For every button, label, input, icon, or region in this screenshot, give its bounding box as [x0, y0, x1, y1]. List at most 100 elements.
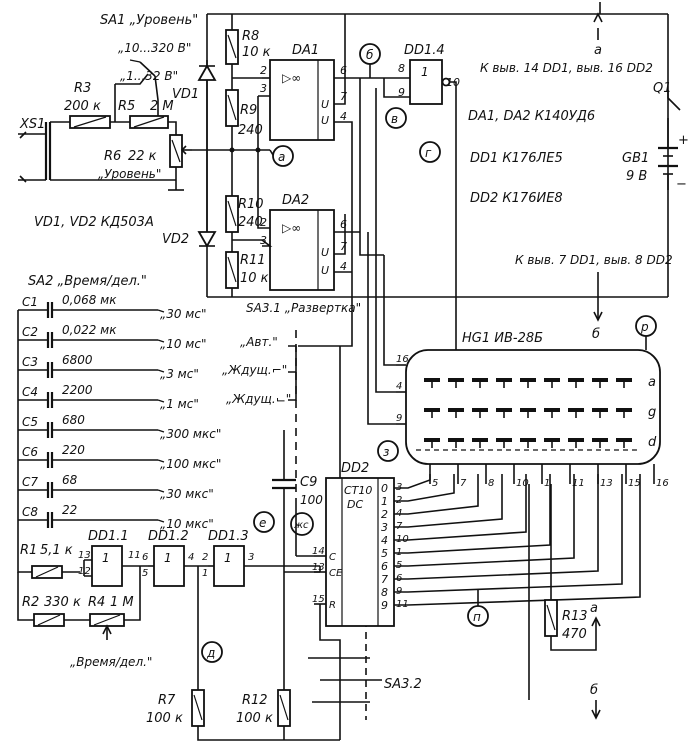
r5-label: R5 [118, 99, 135, 114]
hg1-left-pin-2: 9 [396, 413, 402, 424]
hg1-row-d: d [648, 435, 657, 450]
dd2-in-pin-2: 15 [312, 594, 325, 605]
cap-2-label: C2 [22, 325, 38, 339]
dd2-ct: CT10 [344, 484, 372, 497]
mark-b-top-text: б [366, 48, 374, 62]
time-label-4: „1 мс" [160, 397, 199, 411]
cap-2-value: 0,022 мк [62, 323, 117, 337]
r4-value: 1 М [110, 595, 134, 610]
dd2-label: DD2 [341, 461, 369, 476]
mark-g-text: г [425, 146, 432, 160]
cap-contact [157, 339, 165, 343]
dd2-out-2: 2 [381, 508, 388, 521]
sweep-wait-down: „Ждущ.⌙" [226, 392, 291, 406]
cap-contact [157, 309, 165, 313]
dd13-p3: 3 [248, 552, 254, 563]
cap-7-label: C7 [22, 475, 38, 489]
dd2-out-6: 6 [381, 560, 388, 573]
hg1-pin-10: 10 [516, 478, 529, 489]
dd2-out-wire [394, 474, 575, 567]
dd2-box [325, 477, 395, 627]
cap-3-value: 6800 [62, 353, 93, 367]
da1-p7: 7 [340, 90, 347, 103]
dd2-in-pin-1: 13 [312, 562, 325, 573]
time-label-7: „30 мкс" [160, 487, 214, 501]
da2-u2: U [321, 264, 329, 277]
dd11-p11: 11 [128, 550, 141, 561]
cap-contact [157, 489, 165, 493]
da1-p6: 6 [340, 64, 347, 77]
r10-value: 240 [238, 215, 263, 230]
r7-value: 100 к [146, 711, 183, 726]
cap-plates [46, 362, 54, 378]
vd2-label: VD2 [162, 232, 189, 247]
q1-label: Q1 [653, 81, 672, 96]
r2-label: R2 [22, 595, 39, 610]
dd2-out-wire [394, 474, 551, 554]
time-label-8: „10 мкс" [160, 517, 214, 531]
mark-p-text: п [473, 610, 481, 624]
power-note-top: К выв. 14 DD1, выв. 16 DD2 [480, 61, 653, 75]
da2-p6: 6 [340, 218, 347, 231]
dd2-out-wire [394, 474, 599, 580]
mark-r-text: р [640, 320, 649, 334]
dd2-c-wire [295, 500, 314, 557]
parts-dd2: DD2 К176ИЕ8 [470, 191, 563, 206]
dd12-p6: 6 [142, 552, 148, 563]
cap-6-value: 220 [62, 443, 85, 457]
sa2-label: SA2 „Время/дел." [28, 274, 147, 289]
dd14-box [409, 59, 443, 105]
dd2-out-8: 8 [381, 586, 388, 599]
sa31-label: SA3.1 „Развертка" [246, 301, 361, 315]
cap-3-label: C3 [22, 355, 38, 369]
dd12-p4: 4 [188, 552, 194, 563]
dd2-in-pin-0: 14 [312, 546, 325, 557]
r6-name: „Уровень" [98, 167, 161, 181]
dd2-dc: DC [347, 498, 363, 511]
mark-v-text: в [391, 112, 398, 126]
r5-value: 2 М [150, 99, 174, 114]
r9-value: 240 [238, 123, 263, 138]
dd13-p1: 1 [202, 568, 208, 579]
time-label-2: „10 мс" [160, 337, 206, 351]
r6-label: R6 [104, 149, 121, 164]
time-label-6: „100 мкс" [160, 457, 221, 471]
dd2-out-wire [394, 474, 641, 606]
gb1-minus: − [676, 177, 687, 192]
cap-8-value: 22 [62, 503, 77, 517]
da2-amp: ▷∞ [282, 221, 301, 235]
dd14-label: DD1.4 [404, 43, 445, 58]
dd11-one: 1 [102, 551, 110, 565]
mark-d-text: д [206, 646, 215, 660]
r4-label: R4 [88, 595, 105, 610]
hg1-pin-11: 11 [572, 478, 585, 489]
cap-plates [46, 452, 54, 468]
dd14-p9: 9 [398, 86, 405, 99]
r13-node-a: а [590, 601, 598, 616]
cap-contact [157, 429, 165, 433]
gb1-label: GB1 [622, 151, 649, 166]
dd2-in-name-0: C [329, 552, 336, 563]
mark-a [272, 145, 294, 167]
dd2-out-wire [394, 474, 623, 593]
cap-plates [46, 302, 54, 318]
cap-plates [46, 392, 54, 408]
cap-4-value: 2200 [62, 383, 93, 397]
r8-label: R8 [242, 29, 259, 44]
dd14-p8: 8 [398, 62, 405, 75]
sweep-wait-up: „Ждущ.⌐" [222, 363, 287, 377]
da1-p3: 3 [260, 82, 267, 95]
sa1-label: SA1 „Уровень" [100, 13, 198, 28]
dd13-p2: 2 [202, 552, 208, 563]
cap-plates [46, 482, 54, 498]
cap-1-label: C1 [22, 295, 38, 309]
hg1-pin-13: 13 [600, 478, 613, 489]
r1-value: 5,1 к [40, 543, 73, 558]
dd2-in-name-1: CE [329, 568, 343, 579]
r13-value: 470 [562, 627, 587, 642]
hg1-pin-1: 1 [544, 478, 550, 489]
